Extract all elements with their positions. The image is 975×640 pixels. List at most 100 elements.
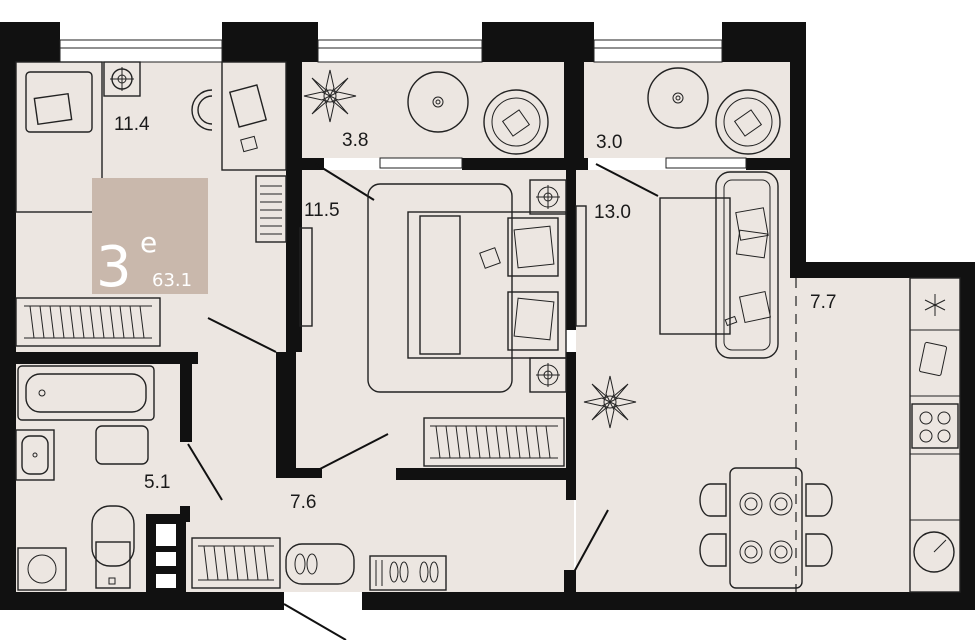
wall-partition-b <box>566 170 576 330</box>
toilet-tank <box>95 541 131 589</box>
wall-bottom-right <box>362 592 975 610</box>
furniture-balcony-left <box>303 69 549 155</box>
double-bed <box>407 211 567 359</box>
kitchen-counter <box>909 277 961 593</box>
wall-balcony-a-left <box>302 158 324 170</box>
wall-top-left <box>0 22 60 62</box>
doors <box>187 163 797 640</box>
armchair-1 <box>483 89 549 155</box>
shaft-1 <box>156 524 176 546</box>
furniture-balcony-right <box>647 67 781 155</box>
furniture-living <box>583 171 833 589</box>
door-balcony-left <box>315 163 375 201</box>
wall-balcony-a-right <box>462 158 588 170</box>
shoe-icon <box>389 561 399 583</box>
door-entrance <box>283 603 347 640</box>
plant-icon-2 <box>583 375 637 429</box>
area-bedroom-left: 11.4 <box>114 114 150 135</box>
floor-areas <box>16 62 960 592</box>
radiator-left <box>255 175 287 243</box>
bath-mat <box>95 425 149 465</box>
floor-balcony-right <box>584 62 790 158</box>
sofa <box>715 171 779 359</box>
badge-background <box>92 178 208 294</box>
tv-panel-living <box>575 205 587 327</box>
floor-living-room <box>576 170 800 592</box>
wall-bathroom-door-jamb <box>180 352 192 442</box>
nightstand-center-2 <box>529 357 567 393</box>
badge-total-area: 63.1 <box>152 270 192 291</box>
kitchen-sink <box>913 531 955 573</box>
area-bedroom-center: 11.5 <box>304 200 340 221</box>
nightstand-left <box>103 61 141 97</box>
window-3 <box>593 39 723 63</box>
laptop-icon <box>228 84 268 128</box>
area-hallway: 7.6 <box>290 492 316 513</box>
wall-partition-a <box>286 62 302 352</box>
floor-balcony-left <box>302 62 564 158</box>
dining-table <box>729 467 803 589</box>
pillow-1 <box>507 217 559 277</box>
door-balcony-right <box>595 163 659 197</box>
wall-bedroom-bottom <box>396 468 576 480</box>
furniture-bedroom-center <box>299 179 587 467</box>
windows <box>59 39 747 610</box>
window-1 <box>59 39 223 63</box>
door-bedroom-left <box>207 317 277 353</box>
remote-icon <box>724 315 738 327</box>
tv-panel <box>299 227 313 327</box>
furniture-bedroom-left <box>15 61 287 347</box>
cushion-icon <box>501 109 531 137</box>
single-bed <box>15 61 103 213</box>
wardrobe-center <box>423 417 565 467</box>
coffee-table <box>659 197 731 335</box>
rug-bedroom <box>367 183 513 393</box>
pillow-2 <box>507 291 559 351</box>
walls <box>0 22 975 610</box>
door-bathroom <box>187 443 223 501</box>
area-badge: 3 e 63.1 <box>92 178 208 300</box>
fridge-icon <box>924 294 946 316</box>
washing-machine <box>17 547 67 591</box>
wall-partition-b-upper <box>564 62 584 170</box>
wall-hall-stub <box>564 570 576 594</box>
dining-chair <box>699 483 727 517</box>
round-table-1 <box>407 71 469 133</box>
area-bathroom: 5.1 <box>144 472 170 493</box>
area-balcony-left: 3.8 <box>342 130 368 151</box>
wall-kitchen-top <box>790 262 975 278</box>
wall-right <box>960 262 975 610</box>
cushion-living-2 <box>738 290 772 324</box>
desk <box>221 61 287 171</box>
round-table-2 <box>647 67 709 129</box>
plant-icon <box>303 69 357 123</box>
wall-bathroom-stub <box>180 506 190 522</box>
entrance-gap <box>284 592 362 610</box>
furniture-hallway <box>191 537 447 591</box>
wall-bathroom-top <box>16 352 198 364</box>
wall-bottom-left <box>0 592 284 610</box>
wall-partition-a-foot <box>276 468 322 478</box>
shaft-3 <box>156 574 176 588</box>
door-living <box>573 509 609 573</box>
wardrobe-hall <box>191 537 281 589</box>
balcony-door-2 <box>665 157 747 169</box>
wall-top-pier-1 <box>222 22 318 62</box>
floor-hallway <box>284 470 574 592</box>
blanket-fold <box>419 215 461 355</box>
furniture-kitchen <box>909 277 961 593</box>
toilet <box>91 505 135 567</box>
nightstand-center-1 <box>529 179 567 215</box>
room-labels: 11.4 3.8 11.5 3.0 13.0 7.7 5.1 7.6 <box>114 114 836 513</box>
plates <box>739 492 793 564</box>
wall-partition-b-lower <box>566 352 576 500</box>
wall-partition-a-lower <box>276 352 296 472</box>
stove <box>911 403 959 449</box>
chair-icon <box>191 89 213 131</box>
badge-suffix: e <box>140 226 157 259</box>
pillow-icon <box>33 92 73 126</box>
armchair-2 <box>715 89 781 155</box>
wall-balcony-b-right <box>746 158 790 170</box>
area-kitchen: 7.7 <box>810 292 836 313</box>
cushion-living-1 <box>735 207 769 241</box>
